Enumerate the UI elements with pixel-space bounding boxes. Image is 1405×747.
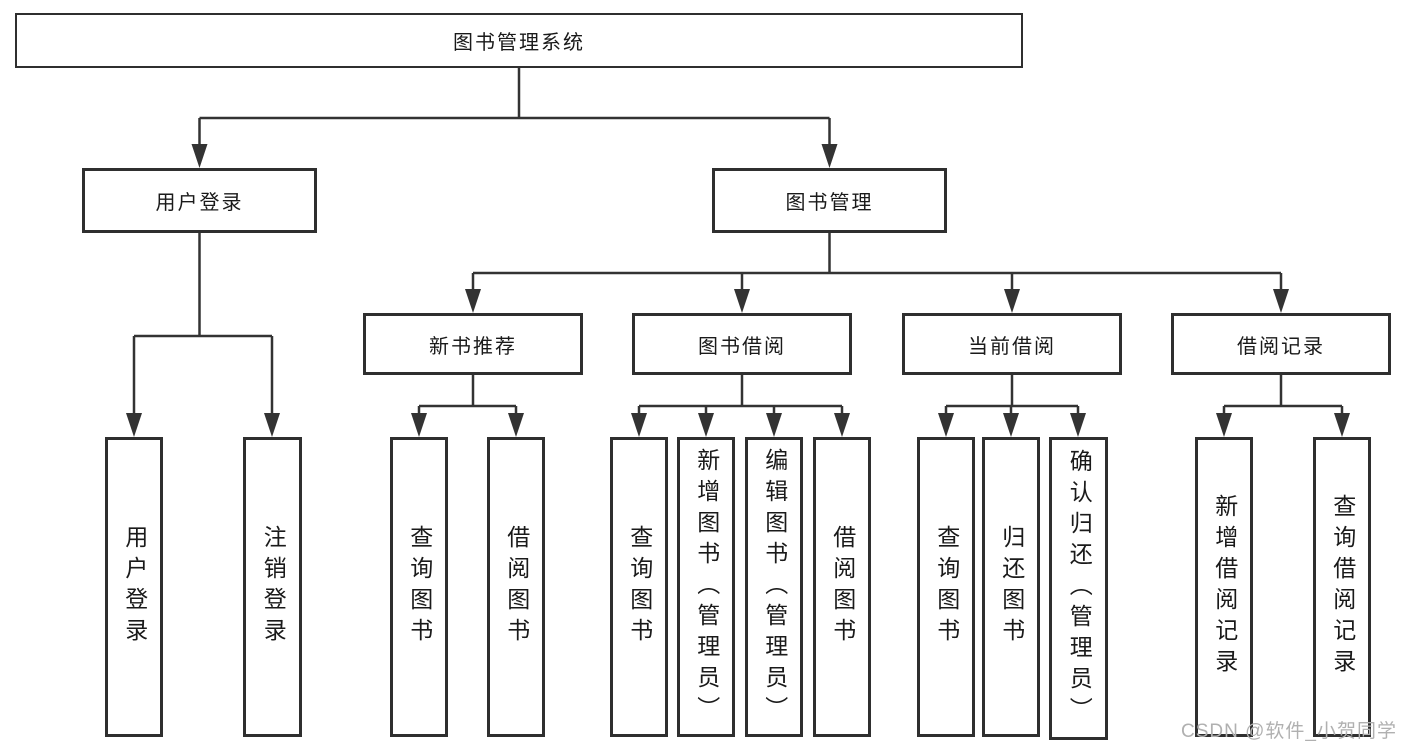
leaf-borrow-books-1: 借阅图书: [487, 437, 545, 737]
leaf-logout: 注销登录: [243, 437, 302, 737]
leaf-confirm-return-admin: 确认归还（管理员）: [1049, 437, 1108, 740]
leaf-return-books: 归还图书: [982, 437, 1040, 737]
node-library-system: 图书管理系统: [15, 13, 1023, 68]
leaf-user-login: 用户登录: [105, 437, 163, 737]
leaf-add-borrow-record: 新增借阅记录: [1195, 437, 1253, 737]
node-book-management: 图书管理: [712, 168, 947, 233]
leaf-query-books-2: 查询图书: [610, 437, 668, 737]
node-book-borrowing: 图书借阅: [632, 313, 852, 375]
leaf-borrow-books-2: 借阅图书: [813, 437, 871, 737]
leaf-add-book-admin: 新增图书（管理员）: [677, 437, 735, 737]
node-new-book-recommend: 新书推荐: [363, 313, 583, 375]
leaf-query-books-3: 查询图书: [917, 437, 975, 737]
leaf-edit-book-admin: 编辑图书（管理员）: [745, 437, 803, 737]
node-user-login: 用户登录: [82, 168, 317, 233]
leaf-query-borrow-record: 查询借阅记录: [1313, 437, 1371, 737]
watermark-text: CSDN @软件_小贺同学: [1181, 721, 1397, 742]
node-current-borrowing: 当前借阅: [902, 313, 1122, 375]
leaf-query-books-1: 查询图书: [390, 437, 448, 737]
node-borrowing-records: 借阅记录: [1171, 313, 1391, 375]
